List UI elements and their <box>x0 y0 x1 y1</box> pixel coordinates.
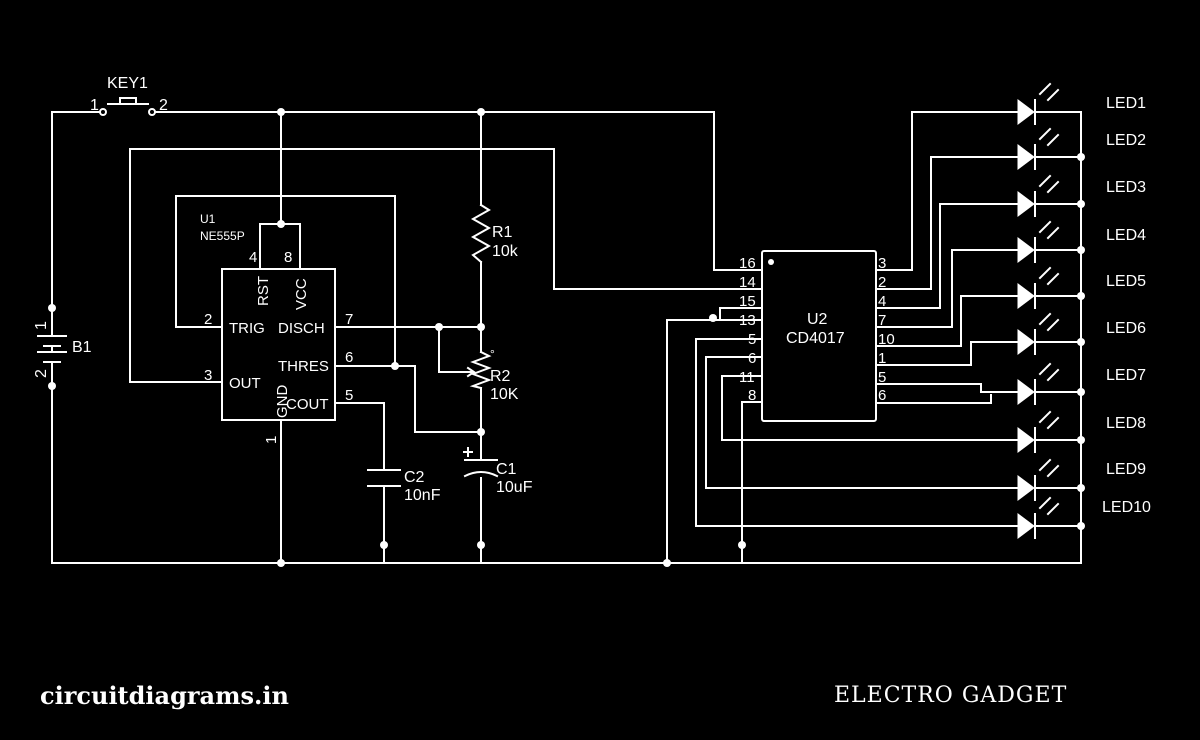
led-3: LED3 <box>1017 174 1146 217</box>
junctions <box>277 108 1085 567</box>
battery-pin2: 2 <box>33 369 50 378</box>
led-array: LED1 LED2 LED3 LED4 LED5 LED6 <box>1017 82 1151 539</box>
u1-ref: U1 <box>200 212 216 226</box>
led-9: LED9 <box>1017 458 1146 501</box>
u1-pin-name: RST <box>255 276 272 306</box>
u2-right-pin: 4 <box>878 293 886 310</box>
u1-pin-num: 8 <box>284 249 292 266</box>
led-label: LED5 <box>1106 273 1146 290</box>
site-watermark: circuitdiagrams.in <box>40 681 289 710</box>
ic-u2-cd4017: U2 CD4017 16 14 15 13 5 6 11 8 3 2 4 7 1… <box>739 250 895 422</box>
key1-pin2: 2 <box>159 97 168 114</box>
u1-pin-num: 6 <box>345 349 353 366</box>
led-7: LED7 <box>1017 362 1146 405</box>
r2-wiper-mark: ° <box>490 347 495 361</box>
u2-right-pin: 5 <box>878 369 886 386</box>
battery-pin1: 1 <box>33 321 50 330</box>
battery-label: B1 <box>72 339 92 356</box>
u2-left-pin: 15 <box>739 293 756 310</box>
u1-pin-num: 7 <box>345 311 353 328</box>
resistor-r1: R1 10k <box>470 203 519 264</box>
u2-left-pin: 16 <box>739 255 756 272</box>
u2-left-pin: 5 <box>748 331 756 348</box>
capacitor-c1: C1 10uF <box>463 447 533 496</box>
u2-left-pin: 13 <box>739 312 756 329</box>
u1-pin-num: 5 <box>345 387 353 404</box>
u2-left-pin: 8 <box>748 387 756 404</box>
u1-pin-name: OUT <box>229 375 261 392</box>
r2-ref: R2 <box>490 368 511 385</box>
led-10: LED10 <box>1017 496 1151 539</box>
led-label: LED10 <box>1102 499 1151 516</box>
led-label: LED9 <box>1106 461 1146 478</box>
u1-pin-name: DISCH <box>278 320 325 337</box>
u2-left-pin: 14 <box>739 274 756 291</box>
capacitor-c2: C2 10nF <box>367 469 441 504</box>
battery-b1: B1 1 2 <box>33 304 92 390</box>
u1-pin-num: 2 <box>204 311 212 328</box>
u1-pin-name: THRES <box>278 358 329 375</box>
c1-ref: C1 <box>496 461 517 478</box>
c2-ref: C2 <box>404 469 425 486</box>
led-8: LED8 <box>1017 410 1146 453</box>
u1-pin-name: COUT <box>286 396 329 413</box>
led-4: LED4 <box>1017 220 1146 263</box>
led-5: LED5 <box>1017 266 1146 309</box>
key1-switch: KEY1 1 2 <box>90 75 168 116</box>
led-label: LED2 <box>1106 132 1146 149</box>
u1-pin-num: 1 <box>263 436 280 444</box>
r2-value: 10K <box>490 386 519 403</box>
led-6: LED6 <box>1017 312 1146 355</box>
u1-pin-name: VCC <box>293 278 310 310</box>
led-label: LED8 <box>1106 415 1146 432</box>
brand-watermark: ELECTRO GADGET <box>834 683 1067 708</box>
key1-label: KEY1 <box>107 75 148 92</box>
c2-value: 10nF <box>404 487 441 504</box>
led-1: LED1 <box>1017 82 1146 125</box>
u2-right-pin: 7 <box>878 312 886 329</box>
u1-pin-name: GND <box>274 385 291 419</box>
key1-pin1: 1 <box>90 97 99 114</box>
wires <box>51 111 1082 564</box>
u1-pin-num: 3 <box>204 367 212 384</box>
u2-left-pin: 11 <box>739 369 755 386</box>
u2-right-pin: 3 <box>878 255 886 272</box>
r1-ref: R1 <box>492 224 513 241</box>
u2-ref: U2 <box>807 311 828 328</box>
potentiometer-r2: ° R2 10K <box>466 347 519 403</box>
led-label: LED3 <box>1106 179 1146 196</box>
u2-right-pin: 6 <box>878 387 886 404</box>
ic-u1-ne555: U1 NE555P 4 8 2 7 6 3 5 1 RST VCC TRIG D… <box>200 212 353 444</box>
u2-left-pin: 6 <box>748 350 756 367</box>
led-label: LED7 <box>1106 367 1146 384</box>
led-2: LED2 <box>1017 127 1146 170</box>
led-label: LED4 <box>1106 227 1146 244</box>
r1-value: 10k <box>492 243 519 260</box>
u2-right-pin: 2 <box>878 274 886 291</box>
u2-right-pin: 1 <box>878 350 886 367</box>
c1-value: 10uF <box>496 479 533 496</box>
u2-right-pin: 10 <box>878 331 895 348</box>
u1-pin-name: TRIG <box>229 320 265 337</box>
led-label: LED6 <box>1106 320 1146 337</box>
u1-pin-num: 4 <box>249 249 257 266</box>
u1-part: NE555P <box>200 229 245 243</box>
led-label: LED1 <box>1106 95 1146 112</box>
u2-part: CD4017 <box>786 330 845 347</box>
